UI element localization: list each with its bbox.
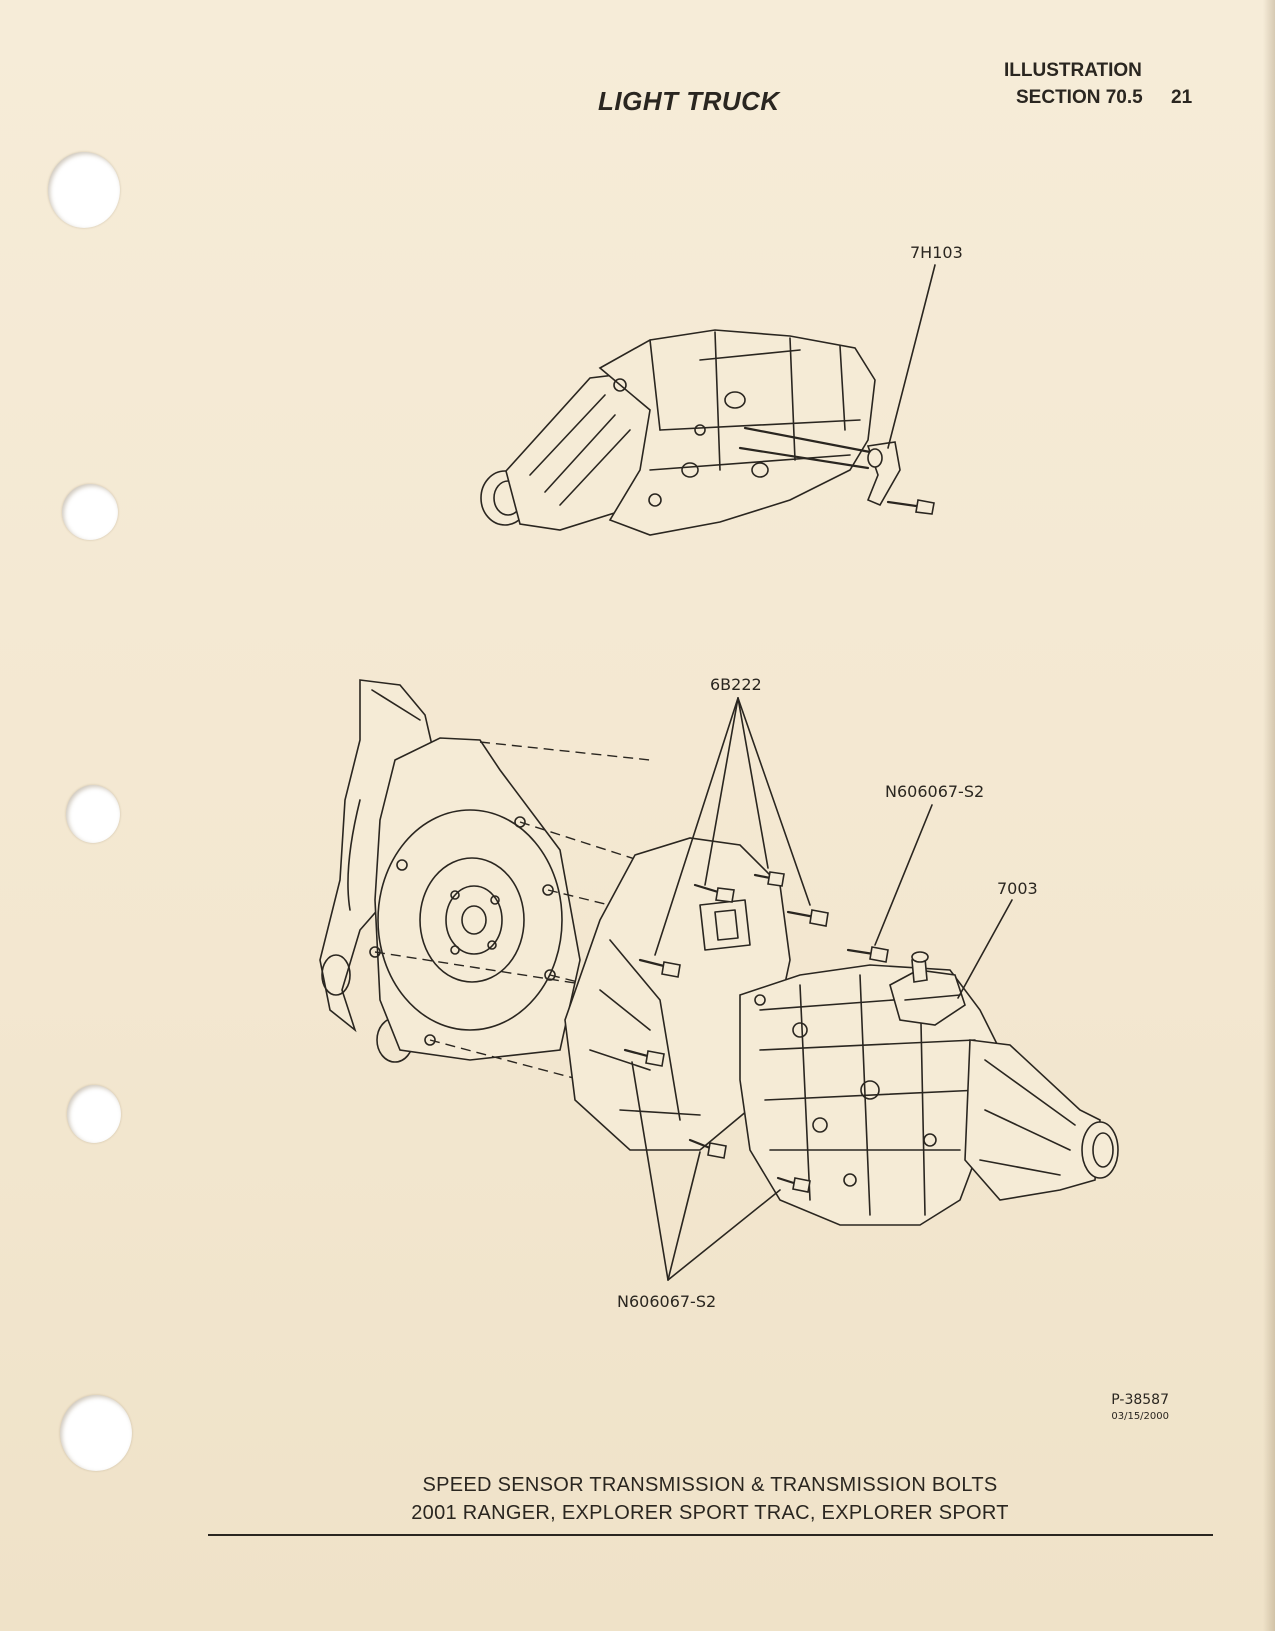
binder-hole xyxy=(67,1085,121,1143)
callout-bolts-top: 6B222 xyxy=(710,675,762,694)
caption-line-1: SPEED SENSOR TRANSMISSION & TRANSMISSION… xyxy=(422,1474,998,1496)
part-number: P-38587 xyxy=(1111,1392,1169,1408)
section-label: SECTION 70.5 xyxy=(1016,87,1143,108)
speed-sensor-view xyxy=(480,264,936,536)
callout-transmission: 7003 xyxy=(997,879,1038,898)
binder-hole xyxy=(48,152,120,228)
binder-hole xyxy=(60,1395,132,1471)
callout-bolts-bottom: N606067-S2 xyxy=(617,1292,717,1311)
callout-bolt-right: N606067-S2 xyxy=(885,782,985,801)
binder-hole xyxy=(62,484,118,540)
page-edge-shadow xyxy=(1263,0,1275,1631)
caption-line-2: 2001 RANGER, EXPLORER SPORT TRAC, EXPLOR… xyxy=(411,1502,1009,1524)
binder-hole xyxy=(66,785,120,843)
page-title: LIGHT TRUCK xyxy=(598,86,780,116)
transmission-bolts-view xyxy=(319,679,1119,1281)
revision-date: 03/15/2000 xyxy=(1111,1411,1169,1422)
callout-speed-sensor: 7H103 xyxy=(910,243,963,262)
footer-rule xyxy=(208,1534,1213,1536)
illustration-label: ILLUSTRATION xyxy=(1004,60,1142,81)
page-number: 21 xyxy=(1171,87,1193,108)
